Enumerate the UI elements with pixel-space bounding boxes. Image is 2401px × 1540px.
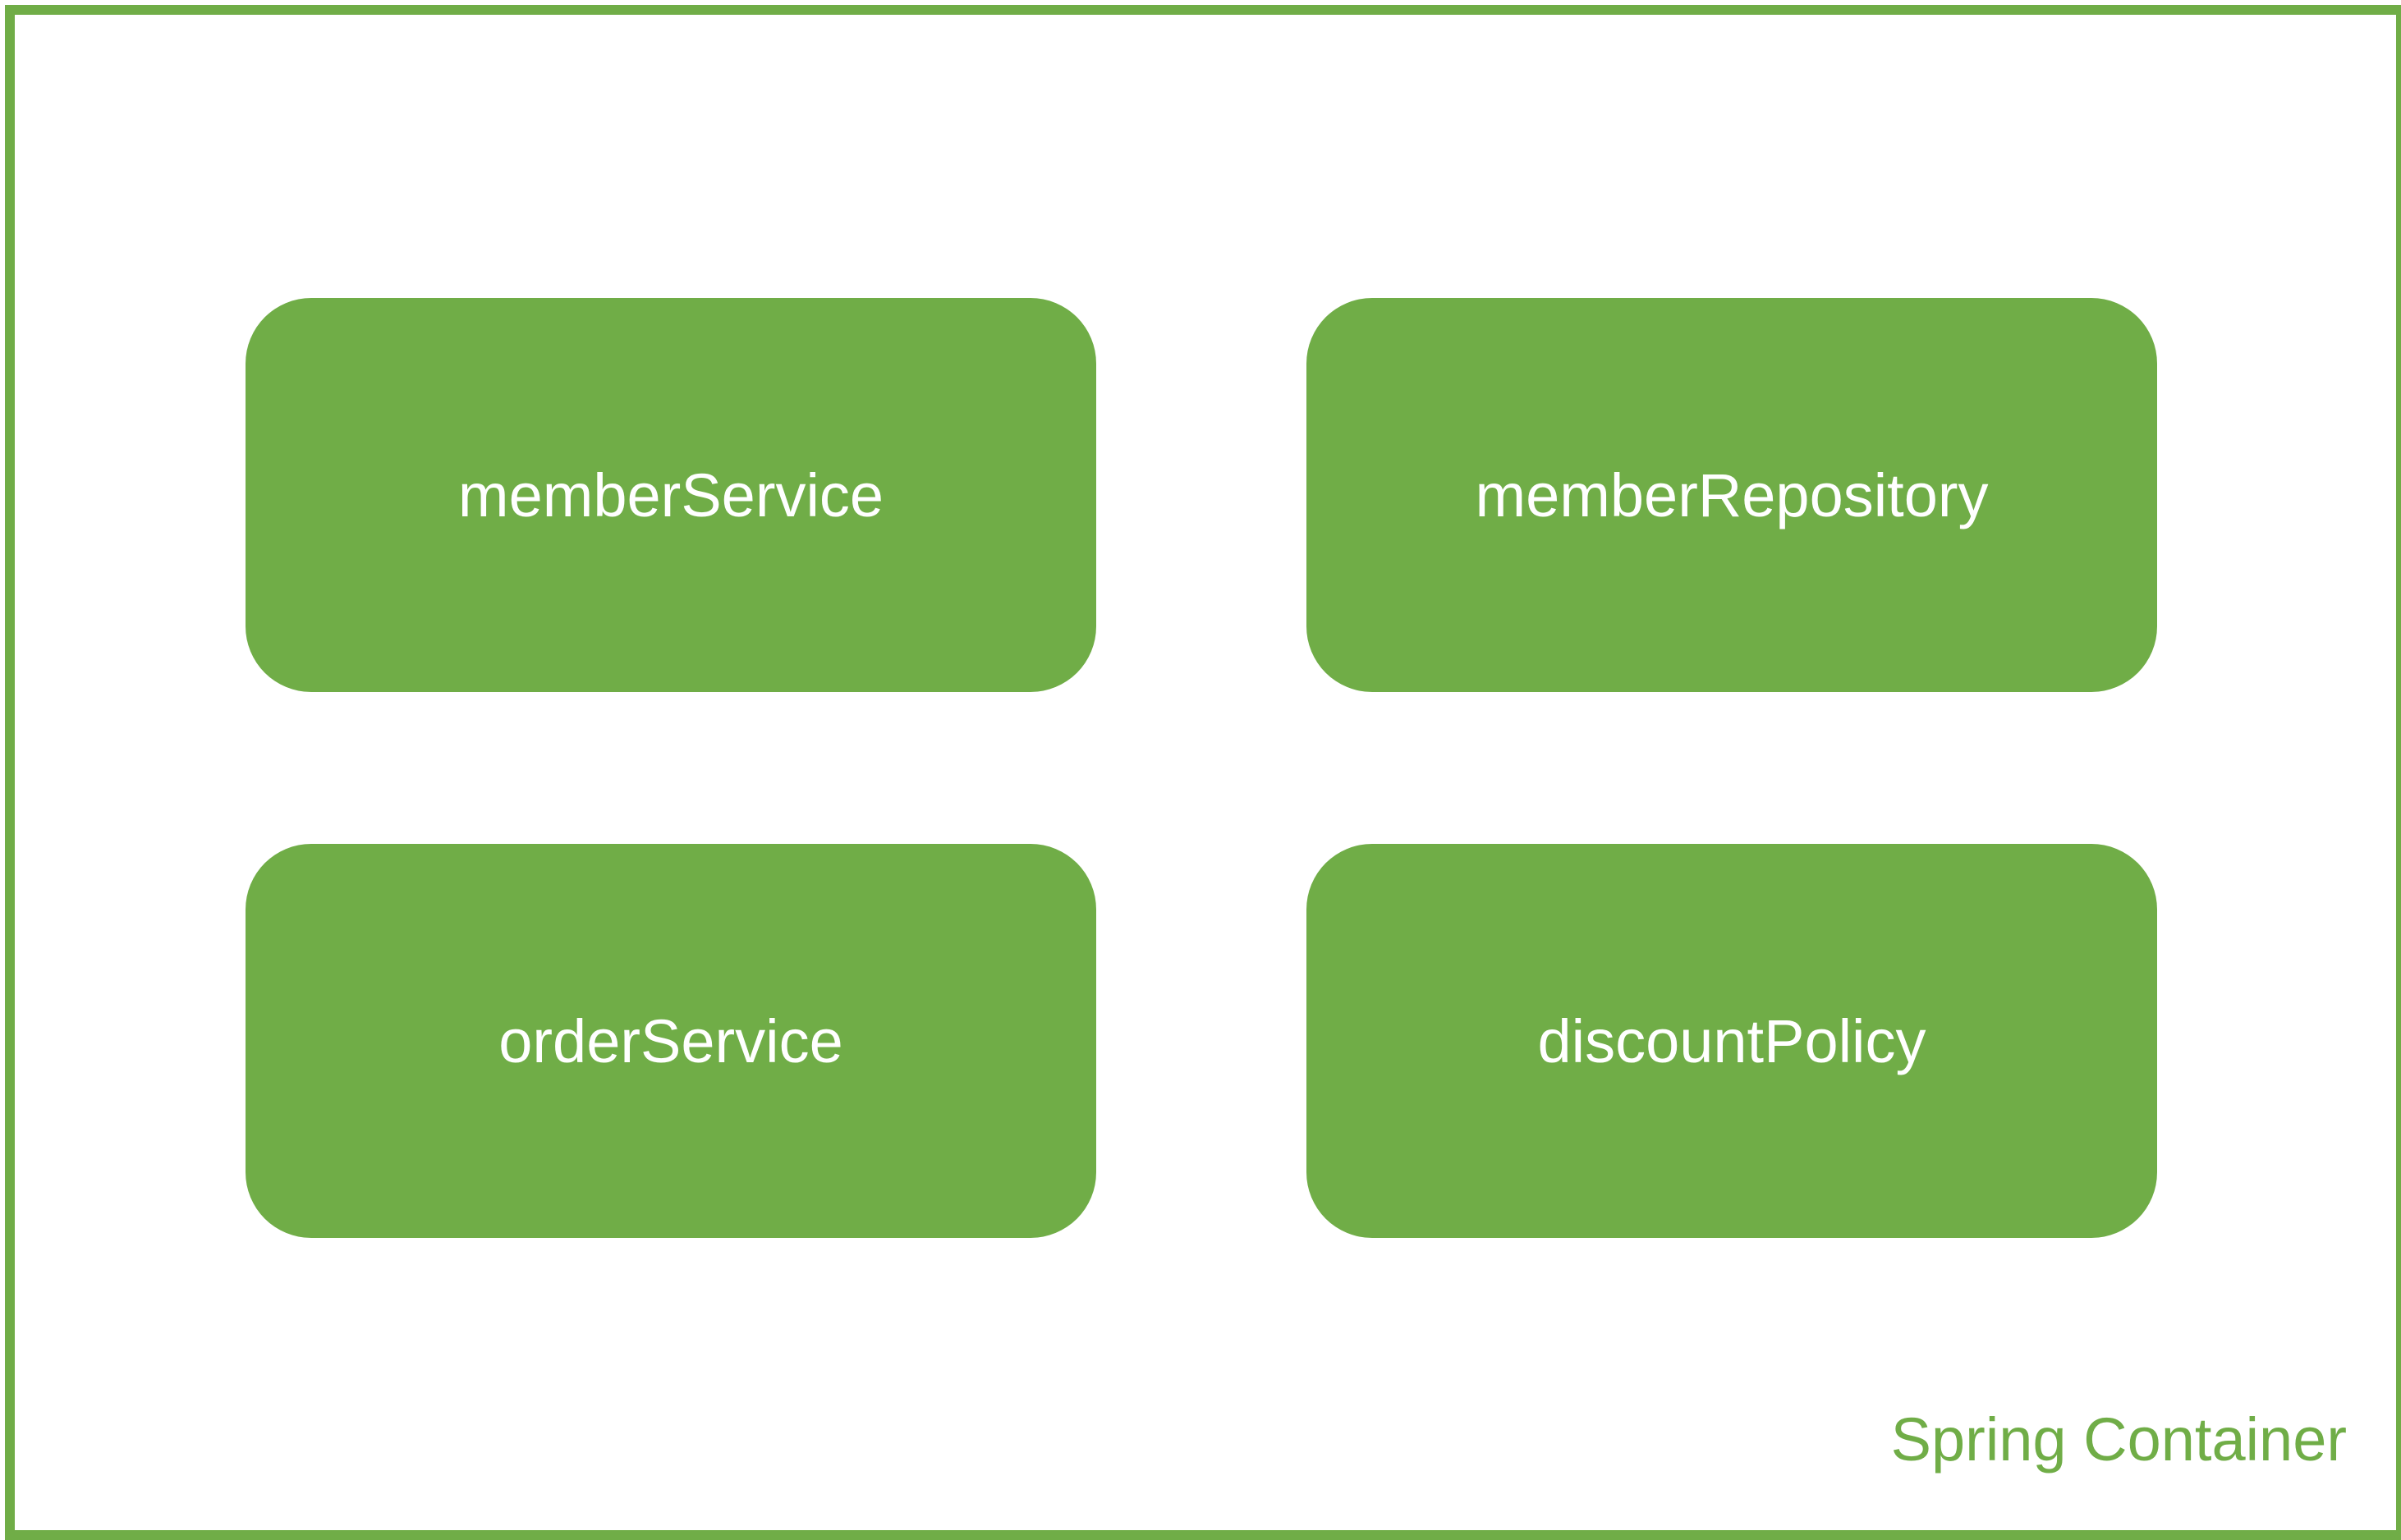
bean-member-service: memberService: [246, 298, 1096, 692]
bean-discount-policy: discountPolicy: [1306, 844, 2157, 1238]
bean-label: discountPolicy: [1537, 1006, 1926, 1075]
bean-label: memberRepository: [1475, 461, 1989, 529]
bean-label: memberService: [457, 461, 884, 529]
bean-label: orderService: [498, 1006, 843, 1075]
container-label: Spring Container: [1890, 1405, 2347, 1474]
bean-order-service: orderService: [246, 844, 1096, 1238]
spring-container: memberService memberRepository orderServ…: [5, 5, 2401, 1540]
bean-member-repository: memberRepository: [1306, 298, 2157, 692]
